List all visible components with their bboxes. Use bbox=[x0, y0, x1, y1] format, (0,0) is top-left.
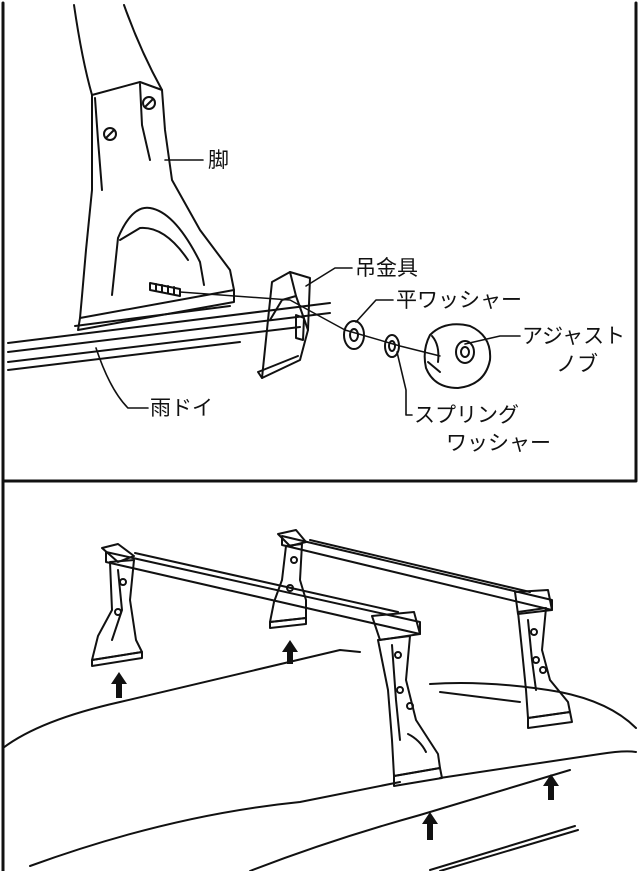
foot-rear-left bbox=[269, 543, 307, 629]
front-crossbar-drawing bbox=[101, 543, 421, 641]
rear-crossbar-drawing bbox=[277, 529, 553, 615]
label-flat-washer: 平ワッシャー bbox=[396, 288, 522, 312]
leg-drawing bbox=[73, 4, 441, 357]
car-roof-drawing bbox=[2, 649, 637, 871]
up-arrow-icon bbox=[422, 812, 438, 840]
label-rain-gutter: 雨ドイ bbox=[150, 396, 213, 420]
up-arrow-icon bbox=[282, 640, 298, 664]
label-hanger: 吊金具 bbox=[355, 256, 418, 280]
foot-rear-right bbox=[517, 607, 573, 729]
flat-washer-drawing bbox=[343, 320, 365, 350]
hanger-drawing bbox=[257, 271, 311, 379]
leader-lines bbox=[95, 159, 521, 416]
label-leg: 脚 bbox=[208, 148, 229, 172]
foot-front-right bbox=[377, 635, 443, 787]
label-adjust-knob-line2: ノブ bbox=[556, 352, 598, 376]
label-adjust-knob-line1: アジャスト bbox=[522, 324, 626, 348]
label-spring-washer-line2: ワッシャー bbox=[446, 431, 551, 455]
spring-washer-drawing bbox=[384, 334, 400, 358]
foot-front-left bbox=[91, 559, 143, 667]
bottom-panel-drawing bbox=[2, 529, 637, 871]
adjust-knob-drawing bbox=[423, 323, 492, 389]
up-arrow-icon bbox=[111, 672, 127, 698]
label-spring-washer-line1: スプリング bbox=[414, 403, 519, 427]
up-arrow-icon bbox=[543, 774, 559, 800]
up-arrows bbox=[111, 640, 559, 840]
